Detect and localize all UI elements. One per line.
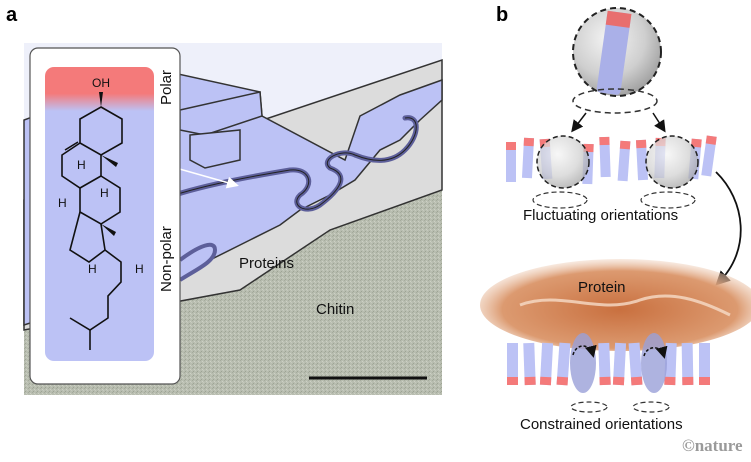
fluctuating-sphere-right bbox=[640, 135, 699, 209]
arrow-left bbox=[571, 112, 587, 133]
hydrogen-label: H bbox=[77, 158, 86, 172]
lipid-molecule bbox=[681, 342, 694, 386]
lipid-molecule bbox=[521, 137, 535, 179]
panel-b-letter: b bbox=[496, 4, 509, 26]
hydrogen-label: H bbox=[100, 186, 109, 200]
oh-wedge bbox=[99, 92, 103, 107]
arrow-right bbox=[652, 112, 666, 133]
protein-fold bbox=[178, 242, 218, 282]
wobble-arrow-left bbox=[572, 344, 597, 358]
constrained-sterol-right bbox=[641, 333, 667, 393]
lipid-molecule bbox=[599, 136, 611, 178]
rotation-ellipse-left bbox=[570, 401, 608, 413]
constrained-caption: Constrained orientations bbox=[520, 416, 683, 433]
transition-arrow bbox=[715, 171, 742, 286]
panel-a-letter: a bbox=[6, 4, 18, 26]
constrained-membrane bbox=[507, 342, 710, 386]
lipid-molecule bbox=[539, 342, 554, 386]
hydrogen-label: H bbox=[135, 262, 144, 276]
hydrogen-label: H bbox=[88, 262, 97, 276]
wobble-arrow-right bbox=[643, 345, 668, 359]
constrained-sterol-left bbox=[570, 333, 596, 393]
lipid-molecule bbox=[699, 343, 710, 385]
protein-pillar bbox=[189, 129, 241, 169]
lipid-molecule bbox=[612, 342, 627, 386]
lipid-molecule bbox=[635, 139, 649, 181]
free-sterol-sphere bbox=[572, 7, 662, 114]
molecule-polarity-gradient bbox=[45, 67, 154, 361]
fluctuating-caption: Fluctuating orientations bbox=[523, 207, 679, 224]
nature-credit: ©nature bbox=[682, 436, 743, 455]
lipid-molecule bbox=[523, 342, 536, 386]
lipid-molecule bbox=[556, 342, 571, 386]
lipid-molecule bbox=[507, 343, 518, 385]
protein-highlight bbox=[519, 294, 731, 317]
methyl-wedge-2 bbox=[101, 224, 116, 236]
pointer-arrow bbox=[175, 167, 239, 189]
lipid-molecule bbox=[701, 135, 717, 177]
protein-label: Protein bbox=[578, 279, 626, 296]
lipid-molecule bbox=[617, 140, 631, 182]
hydrogen-label: H bbox=[58, 196, 67, 210]
lipid-molecule bbox=[628, 342, 643, 386]
hydroxyl-label: OH bbox=[92, 76, 110, 90]
lipid-molecule bbox=[506, 142, 516, 182]
proteins-label: Proteins bbox=[239, 255, 295, 272]
lipid-molecule bbox=[598, 342, 611, 386]
chitin-label: Chitin bbox=[316, 301, 355, 318]
rotation-ellipse-right bbox=[632, 401, 670, 413]
methyl-wedge bbox=[101, 155, 118, 167]
protein-wave-edge bbox=[159, 117, 417, 210]
fluctuating-sphere-left bbox=[532, 135, 590, 209]
